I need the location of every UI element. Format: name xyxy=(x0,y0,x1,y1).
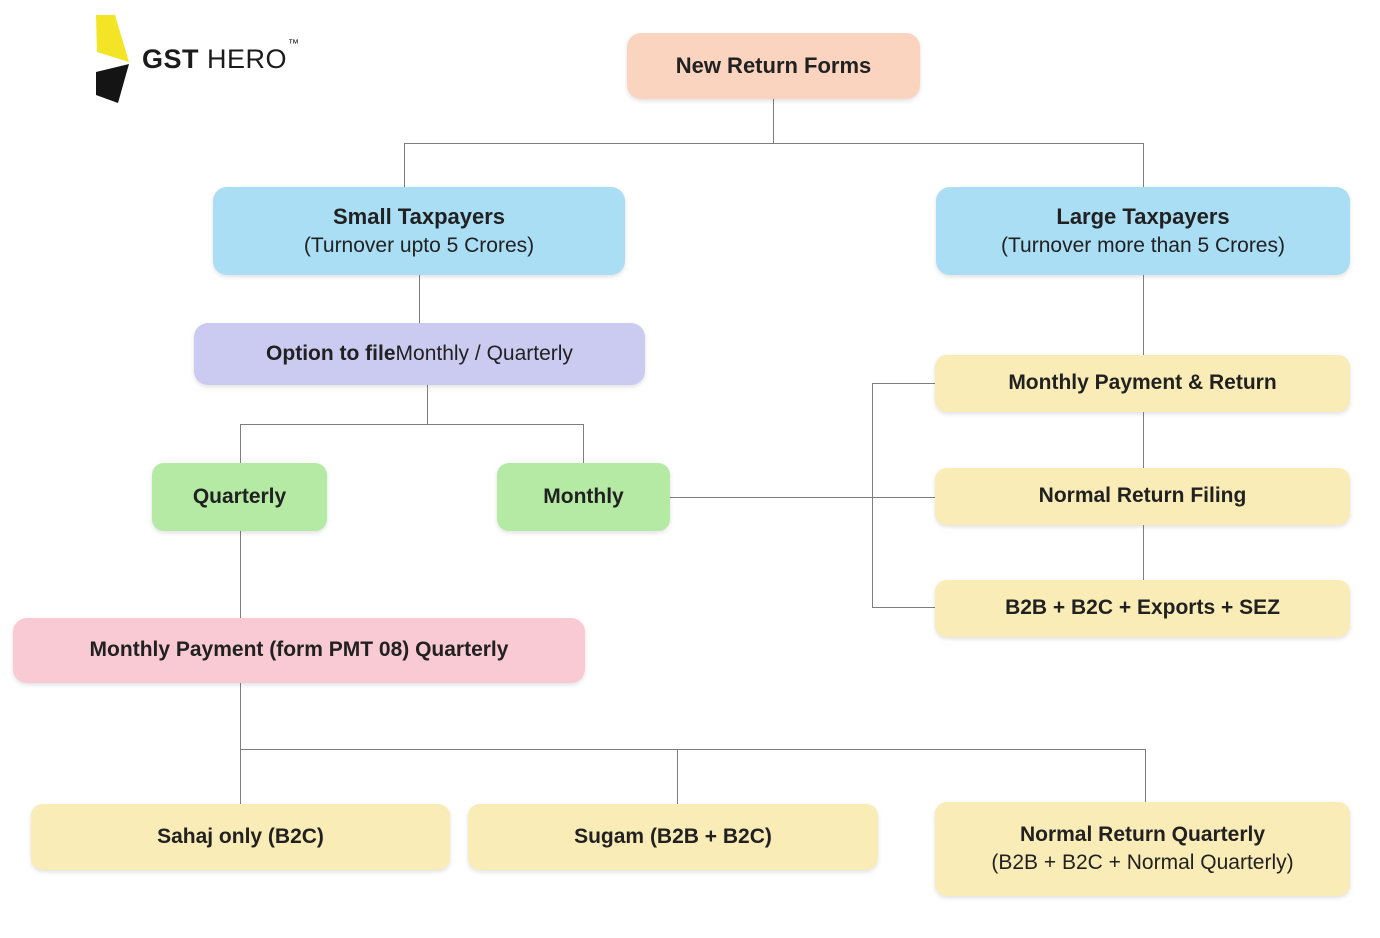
connector-line xyxy=(1143,412,1144,468)
logo-text-hero: HERO xyxy=(207,43,288,74)
node-normal-return-filing: Normal Return Filing xyxy=(935,468,1350,525)
connector-line xyxy=(419,275,420,323)
connector-line xyxy=(872,607,935,608)
node-title: Small Taxpayers xyxy=(332,203,506,229)
connector-line xyxy=(240,749,241,804)
connector-line xyxy=(1143,525,1144,580)
node-option-to-file: Option to file Monthly / Quarterly xyxy=(194,323,645,385)
node-sahaj-only: Sahaj only (B2C) xyxy=(31,804,450,870)
node-quarterly: Quarterly xyxy=(152,463,327,531)
node-monthly-payment-pmt08: Monthly Payment (form PMT 08) Quarterly xyxy=(13,618,585,683)
node-title: Normal Return Quarterly xyxy=(1019,822,1266,846)
connector-line xyxy=(404,143,1144,144)
node-label: Sugam (B2B + B2C) xyxy=(574,824,772,848)
node-subtitle: (Turnover more than 5 Crores) xyxy=(1001,233,1285,257)
connector-line xyxy=(1143,275,1144,355)
node-label-bold: Option to file xyxy=(266,341,396,365)
connector-line xyxy=(773,99,774,143)
connector-line xyxy=(1145,749,1146,802)
connector-line xyxy=(240,749,1146,750)
connector-line xyxy=(240,683,241,749)
connector-line xyxy=(240,531,241,618)
node-label: Monthly xyxy=(543,484,624,508)
node-label: Monthly Payment (form PMT 08) Quarterly xyxy=(89,638,509,662)
node-subtitle: (B2B + B2C + Normal Quarterly) xyxy=(991,851,1294,874)
node-subtitle: (Turnover upto 5 Crores) xyxy=(303,233,535,257)
gsthero-logo: GST HERO™ xyxy=(95,15,299,103)
node-label: B2B + B2C + Exports + SEZ xyxy=(1005,596,1280,620)
connector-line xyxy=(670,497,935,498)
gsthero-logo-icon xyxy=(96,15,129,103)
node-small-taxpayers: Small Taxpayers (Turnover upto 5 Crores) xyxy=(213,187,625,275)
connector-line xyxy=(872,383,935,384)
node-sugam: Sugam (B2B + B2C) xyxy=(468,804,878,870)
connector-line xyxy=(1143,143,1144,187)
node-label-rest: Monthly / Quarterly xyxy=(395,341,573,365)
trademark-symbol: ™ xyxy=(288,37,300,50)
node-label: Monthly Payment & Return xyxy=(1008,371,1277,395)
node-label: Normal Return Filing xyxy=(1038,484,1247,508)
gsthero-logo-text: GST HERO™ xyxy=(142,38,299,75)
node-monthly: Monthly xyxy=(497,463,670,531)
node-b2b-b2c-exports-sez: B2B + B2C + Exports + SEZ xyxy=(935,580,1350,637)
connector-line xyxy=(427,385,428,424)
connector-line xyxy=(872,383,873,607)
connector-line xyxy=(404,143,405,187)
node-label: New Return Forms xyxy=(675,53,872,79)
node-normal-return-quarterly: Normal Return Quarterly (B2B + B2C + Nor… xyxy=(935,802,1350,896)
logo-text-gst: GST xyxy=(142,43,200,74)
connector-line xyxy=(240,424,241,463)
node-label: Quarterly xyxy=(192,484,287,508)
node-title: Large Taxpayers xyxy=(1056,203,1230,229)
connector-line xyxy=(677,749,678,804)
node-large-taxpayers: Large Taxpayers (Turnover more than 5 Cr… xyxy=(936,187,1350,275)
connector-line xyxy=(240,424,584,425)
node-new-return-forms: New Return Forms xyxy=(627,33,920,99)
connector-line xyxy=(583,424,584,463)
node-label: Sahaj only (B2C) xyxy=(157,824,324,848)
node-monthly-payment-return: Monthly Payment & Return xyxy=(935,355,1350,412)
